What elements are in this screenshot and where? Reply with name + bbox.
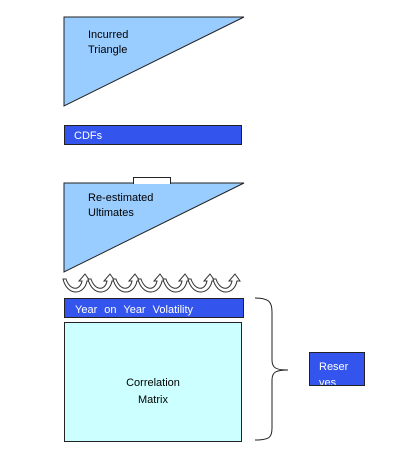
curved-arrow-icon: [137, 273, 166, 293]
year-on-year-volatility-box: Year on Year Volatility: [64, 298, 244, 318]
curved-arrow-icon: [162, 273, 191, 293]
cdfs-label: CDFs: [74, 130, 103, 142]
reestimated-ultimates-label: Re-estimated Ultimates: [88, 192, 154, 219]
cdfs-box: CDFs: [64, 125, 242, 145]
curved-arrow-icon: [187, 273, 216, 293]
curved-arrow-icon: [87, 273, 116, 293]
incurred-triangle-shape: [63, 16, 245, 107]
curved-arrow-icon: [212, 273, 241, 293]
triangle-tab: [133, 177, 171, 184]
year-on-year-volatility-label: Year on Year Volatility: [75, 304, 194, 316]
reserves-label: Reser ves: [319, 361, 349, 386]
incurred-triangle-label: Incurred Triangle: [88, 29, 129, 56]
curved-arrow-icon: [112, 273, 141, 293]
curved-arrow-icon: [62, 273, 91, 293]
right-brace: [254, 297, 289, 441]
reserves-box: Reser ves: [309, 352, 365, 386]
correlation-matrix-box: Correlation Matrix: [64, 322, 242, 442]
curved-arrows-row: [62, 273, 241, 293]
correlation-matrix-label: Correlation Matrix: [126, 377, 180, 406]
